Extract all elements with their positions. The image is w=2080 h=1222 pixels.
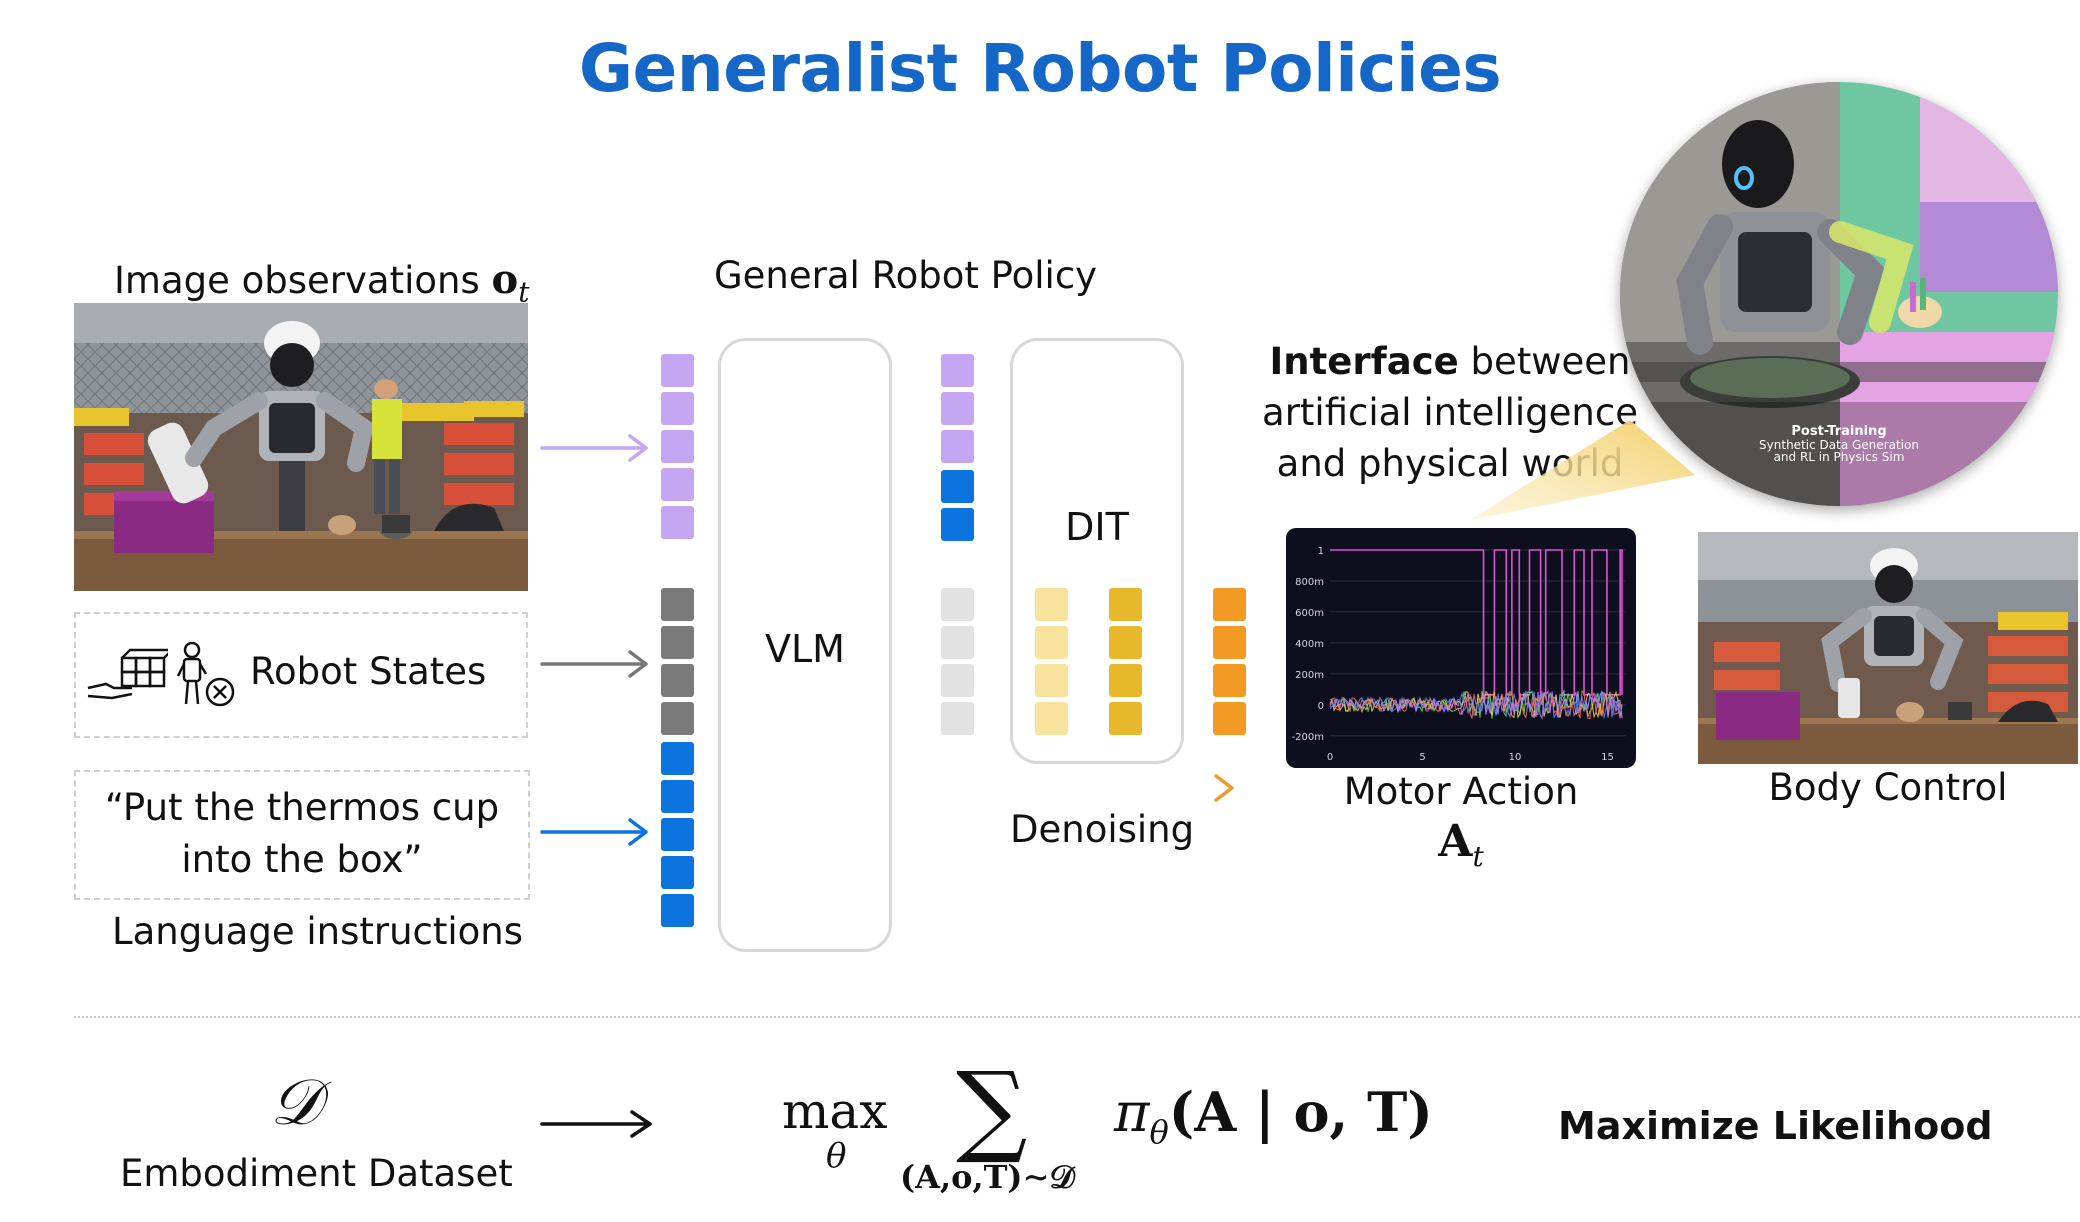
body-control-photo — [1698, 532, 2078, 764]
robot-person-icon — [176, 641, 235, 707]
instruction-box: “Put the thermos cup into the box” — [74, 770, 530, 900]
image-token — [661, 430, 694, 463]
state-input-arrow — [540, 650, 648, 678]
robot-states-box: Robot States — [74, 612, 528, 738]
chart-y-tick: 800m — [1295, 577, 1324, 588]
image-token — [941, 430, 974, 463]
section-divider — [74, 1016, 2080, 1018]
cube-hand-icon — [87, 648, 168, 700]
action-token — [1213, 664, 1246, 697]
chart-x-tick: 0 — [1327, 752, 1333, 763]
denoising-label: Denoising — [1010, 808, 1195, 851]
observation-photo — [74, 303, 528, 591]
partial-denoised-token — [1035, 702, 1068, 735]
instruction-line-1: “Put the thermos cup — [104, 786, 500, 829]
image-input-arrow — [540, 434, 648, 462]
image-token — [661, 354, 694, 387]
image-token — [661, 392, 694, 425]
denoised-token — [1109, 702, 1142, 735]
state-token — [661, 664, 694, 697]
dit-label: DIT — [1065, 505, 1129, 549]
image-observations-label: Image observations ot — [114, 256, 530, 309]
chart-x-tick: 10 — [1509, 752, 1522, 763]
image-obs-symbol: o — [491, 256, 519, 303]
state-token — [661, 588, 694, 621]
motor-action-label: Motor Action — [1343, 770, 1579, 813]
image-obs-subscript: t — [518, 275, 530, 309]
robot-states-label: Robot States — [250, 650, 487, 693]
motor-action-symbol: At — [1438, 816, 1484, 873]
instruction-line-2: into the box” — [181, 838, 423, 881]
denoised-token — [1109, 664, 1142, 697]
formula-body: πθ(A | o, T) — [1114, 1080, 1433, 1151]
formula-sigma: ∑ — [956, 1050, 1028, 1167]
body-control-label: Body Control — [1768, 766, 2008, 809]
state-token — [661, 626, 694, 659]
dit-block: DIT — [1010, 338, 1184, 764]
image-token — [661, 468, 694, 501]
language-token — [661, 780, 694, 813]
sim-caption-line-2: and RL in Physics Sim — [1773, 450, 1905, 464]
chart-y-tick: 0 — [1318, 701, 1324, 712]
denoised-token — [1109, 626, 1142, 659]
chart-y-tick: 400m — [1295, 639, 1324, 650]
objective-label: Maximize Likelihood — [1558, 1104, 1993, 1148]
noise-token — [941, 588, 974, 621]
image-token — [941, 392, 974, 425]
partial-denoised-token — [1035, 664, 1068, 697]
language-token — [661, 742, 694, 775]
language-token — [661, 856, 694, 889]
action-token — [1213, 626, 1246, 659]
denoising-arrow — [964, 774, 1234, 802]
interface-text: Interface between artificial intelligenc… — [1262, 340, 1638, 485]
partial-denoised-token — [1035, 588, 1068, 621]
simulation-image: Post-Training Synthetic Data Generation … — [1620, 82, 2058, 506]
sim-caption-line-1: Synthetic Data Generation — [1759, 438, 1919, 452]
chart-y-tick: 1 — [1318, 546, 1324, 557]
language-token — [941, 508, 974, 541]
chart-y-tick: -200m — [1292, 732, 1324, 743]
language-token — [941, 470, 974, 503]
state-token — [661, 702, 694, 735]
image-token — [941, 354, 974, 387]
callout-pointer — [1470, 420, 1695, 520]
interface-bold: Interface — [1269, 340, 1459, 383]
sim-caption-title: Post-Training — [1791, 424, 1887, 439]
formula-theta: θ — [826, 1136, 847, 1176]
language-token — [661, 894, 694, 927]
chart-x-tick: 5 — [1419, 752, 1425, 763]
noise-token — [941, 702, 974, 735]
chart-y-tick: 200m — [1295, 670, 1324, 681]
action-token — [1213, 702, 1246, 735]
dataset-symbol: 𝒟 — [270, 1066, 322, 1140]
partial-denoised-token — [1035, 626, 1068, 659]
chart-series-step — [1330, 549, 1623, 696]
chart-y-tick: 600m — [1295, 608, 1324, 619]
vlm-label: VLM — [765, 627, 845, 671]
vlm-block: VLM — [718, 338, 892, 952]
chart-series-noise — [1329, 689, 1623, 719]
language-instructions-label: Language instructions — [112, 910, 524, 953]
noise-token — [941, 626, 974, 659]
formula-sum-subscript: (A,o,T)∼𝒟 — [900, 1158, 1075, 1196]
image-token — [661, 506, 694, 539]
policy-title: General Robot Policy — [714, 254, 1098, 297]
input-arrows — [540, 434, 648, 846]
chart-series-noise — [1329, 689, 1623, 720]
dataset-label: Embodiment Dataset — [120, 1152, 513, 1195]
noise-token — [941, 664, 974, 697]
page-title: Generalist Robot Policies — [578, 30, 1502, 107]
denoised-token — [1109, 588, 1142, 621]
action-token — [1213, 588, 1246, 621]
formula-max: max — [782, 1082, 888, 1140]
language-input-arrow — [540, 818, 648, 846]
chart-x-tick: 15 — [1601, 752, 1614, 763]
language-token — [661, 818, 694, 851]
dataset-arrow — [540, 1110, 652, 1138]
